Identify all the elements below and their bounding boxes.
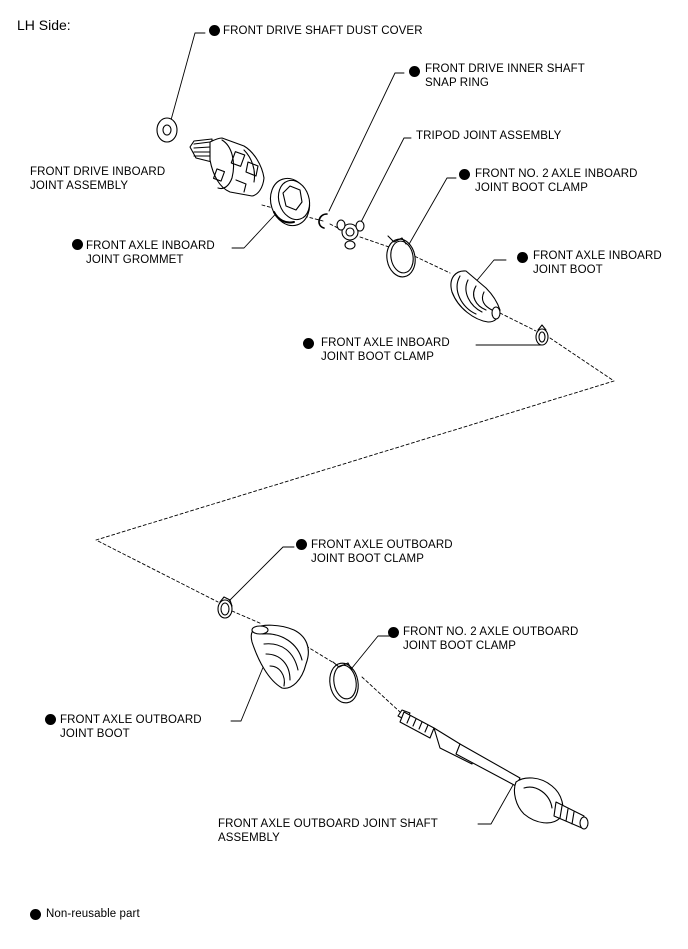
label-outboard-boot-clamp: FRONT AXLE OUTBOARD JOINT BOOT CLAMP [311,538,453,566]
non-reusable-marker [459,169,470,180]
outboard-boot-clamp-drawing [217,596,233,619]
side-title: LH Side: [17,17,71,33]
no2-outboard-clamp-drawing [329,661,359,704]
non-reusable-marker [409,66,420,77]
grommet-drawing [269,177,311,227]
non-reusable-marker [72,239,83,250]
label-dust-cover: FRONT DRIVE SHAFT DUST COVER [223,24,423,38]
tripod-drawing [336,219,365,250]
non-reusable-marker [388,627,399,638]
outboard-shaft-drawing [397,709,589,830]
non-reusable-marker [303,338,314,349]
inboard-joint-drawing [189,137,265,197]
label-line: FRONT AXLE OUTBOARD [60,714,202,726]
label-line: JOINT BOOT [533,264,603,276]
label-line: TRIPOD JOINT ASSEMBLY [416,130,562,142]
label-inboard-boot: FRONT AXLE INBOARD JOINT BOOT [533,249,662,277]
label-inboard-boot-clamp: FRONT AXLE INBOARD JOINT BOOT CLAMP [321,336,450,364]
label-line: JOINT BOOT CLAMP [475,182,589,194]
label-outboard-boot: FRONT AXLE OUTBOARD JOINT BOOT [60,713,202,741]
label-snap-ring: FRONT DRIVE INNER SHAFT SNAP RING [425,62,585,90]
label-line: JOINT BOOT CLAMP [321,351,435,363]
label-line: ASSEMBLY [218,832,280,844]
label-outboard-shaft: FRONT AXLE OUTBOARD JOINT SHAFT ASSEMBLY [218,817,438,845]
label-line: FRONT DRIVE INBOARD [30,166,166,178]
label-line: FRONT DRIVE SHAFT DUST COVER [223,25,423,37]
label-line: SNAP RING [425,77,489,89]
outboard-boot-drawing [250,624,309,689]
label-line: JOINT ASSEMBLY [30,180,129,192]
label-line: JOINT BOOT [60,728,130,740]
assembly-axis [95,204,615,713]
dust-cover-drawing [156,117,178,143]
label-tripod: TRIPOD JOINT ASSEMBLY [416,129,561,143]
label-inboard-joint: FRONT DRIVE INBOARD JOINT ASSEMBLY [30,165,165,193]
label-line: JOINT BOOT CLAMP [311,553,425,565]
non-reusable-marker [517,252,528,263]
snap-ring-drawing [318,213,328,229]
legend-marker [30,909,41,920]
label-line: FRONT AXLE INBOARD [86,240,215,252]
non-reusable-marker [45,714,56,725]
inboard-boot-clamp-drawing [535,324,549,346]
inboard-boot-drawing [450,270,501,323]
label-line: FRONT AXLE INBOARD [321,337,450,349]
label-line: JOINT BOOT CLAMP [403,640,517,652]
label-line: FRONT AXLE OUTBOARD JOINT SHAFT [218,818,438,830]
non-reusable-marker [209,25,220,36]
no2-inboard-clamp-drawing [386,235,416,278]
label-no2-inboard-clamp: FRONT NO. 2 AXLE INBOARD JOINT BOOT CLAM… [475,167,638,195]
legend-text: Non-reusable part [46,908,140,920]
label-line: FRONT AXLE OUTBOARD [311,539,453,551]
label-line: FRONT AXLE INBOARD [533,250,662,262]
label-line: JOINT GROMMET [86,254,184,266]
label-line: FRONT NO. 2 AXLE INBOARD [475,168,638,180]
non-reusable-marker [296,539,307,550]
label-inboard-grommet: FRONT AXLE INBOARD JOINT GROMMET [86,239,215,267]
label-line: FRONT NO. 2 AXLE OUTBOARD [403,626,579,638]
label-line: FRONT DRIVE INNER SHAFT [425,63,585,75]
label-no2-outboard-clamp: FRONT NO. 2 AXLE OUTBOARD JOINT BOOT CLA… [403,625,578,653]
